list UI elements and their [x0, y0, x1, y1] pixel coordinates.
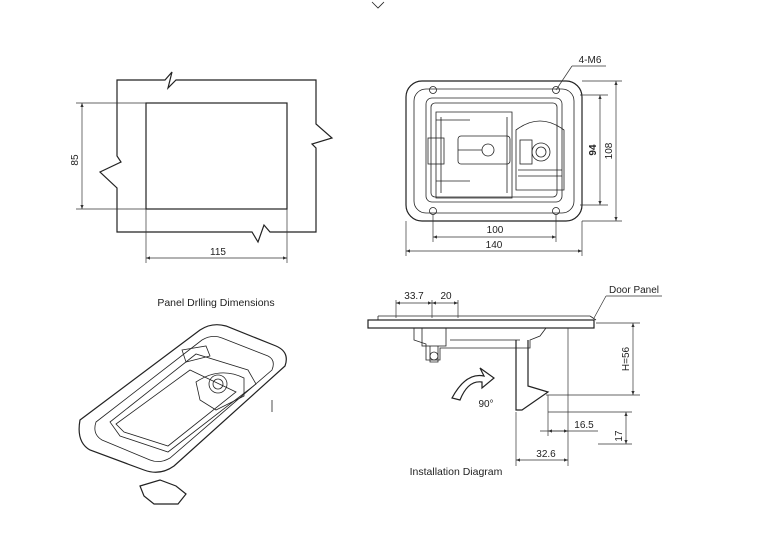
dim-17: 17 [614, 430, 625, 442]
panel-cutout [145, 102, 288, 210]
dim-panel-height: 85 [70, 154, 81, 166]
latch-front-view: 4-M6 94 108 100 140 [405, 55, 622, 256]
panel-drilling-caption: Panel Drlling Dimensions [157, 297, 274, 309]
latch-isometric-view [78, 324, 287, 505]
installation-side-view: 90° Door Panel 33.7 20 H=56 16.5 17 32.6 [367, 285, 662, 466]
dim-32-6: 32.6 [536, 449, 556, 460]
dim-inner-height: 94 [588, 144, 599, 156]
dim-16-5: 16.5 [574, 420, 594, 431]
rotation-arrow-icon [451, 367, 495, 401]
dim-h56: H=56 [621, 346, 632, 371]
dim-outer-width: 140 [486, 240, 503, 251]
iso-lock-icon [208, 374, 228, 394]
top-chevron-mark [371, 1, 385, 9]
callout-4-m6: 4-M6 [579, 55, 602, 66]
dim-panel-width: 115 [210, 247, 226, 258]
lock-cylinder-icon [531, 142, 551, 162]
mounting-hole-tr [552, 86, 560, 94]
mounting-hole-bl [429, 207, 437, 215]
panel-drilling-view: 85 115 [70, 71, 334, 263]
dim-outer-height: 108 [604, 142, 615, 159]
dim-33-7: 33.7 [404, 291, 424, 302]
mounting-hole-tl [429, 86, 437, 94]
mounting-hole-br [552, 207, 560, 215]
rotation-angle-label: 90° [478, 399, 493, 410]
installation-caption: Installation Diagram [410, 466, 503, 478]
dim-20: 20 [440, 291, 452, 302]
door-panel-label: Door Panel [609, 285, 659, 296]
dim-inner-width: 100 [487, 225, 504, 236]
